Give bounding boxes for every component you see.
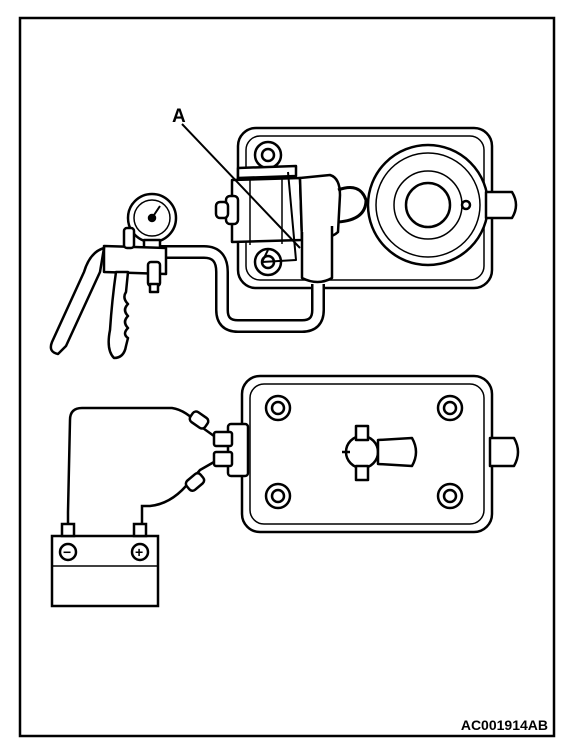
bolt-bottom-br (436, 482, 464, 510)
bottom-nipple (488, 436, 520, 468)
vacuum-gauge (126, 192, 178, 254)
test-leads (66, 406, 215, 524)
canister-nipple (484, 190, 518, 220)
bolt-bottom-tr (436, 394, 464, 422)
bolt-bottom-bl (264, 482, 292, 510)
pump-trigger (107, 270, 130, 360)
center-port-fitting (342, 424, 418, 482)
callout-label-a: A (172, 106, 186, 127)
figure-border (18, 16, 556, 738)
electrical-connector (212, 422, 250, 478)
bolt-bottom-tl (264, 394, 292, 422)
battery-positive-symbol: + (135, 544, 143, 560)
figure-code: AC001914AB (461, 717, 548, 733)
callout-leader-a (181, 123, 301, 249)
vacuum-canister (366, 143, 490, 267)
battery-terminal-positive (132, 522, 148, 538)
valve-outlet-pipe (300, 226, 334, 284)
solenoid-valve-assembly-bottom (212, 374, 520, 534)
hand-vacuum-pump (49, 192, 178, 360)
pump-handle-fixed (49, 246, 106, 356)
battery-negative-symbol: − (63, 544, 71, 560)
bolt-top-left (253, 140, 283, 170)
battery (50, 522, 160, 608)
battery-terminal-negative (60, 522, 76, 538)
solenoid-valve-assembly-top (160, 126, 518, 333)
